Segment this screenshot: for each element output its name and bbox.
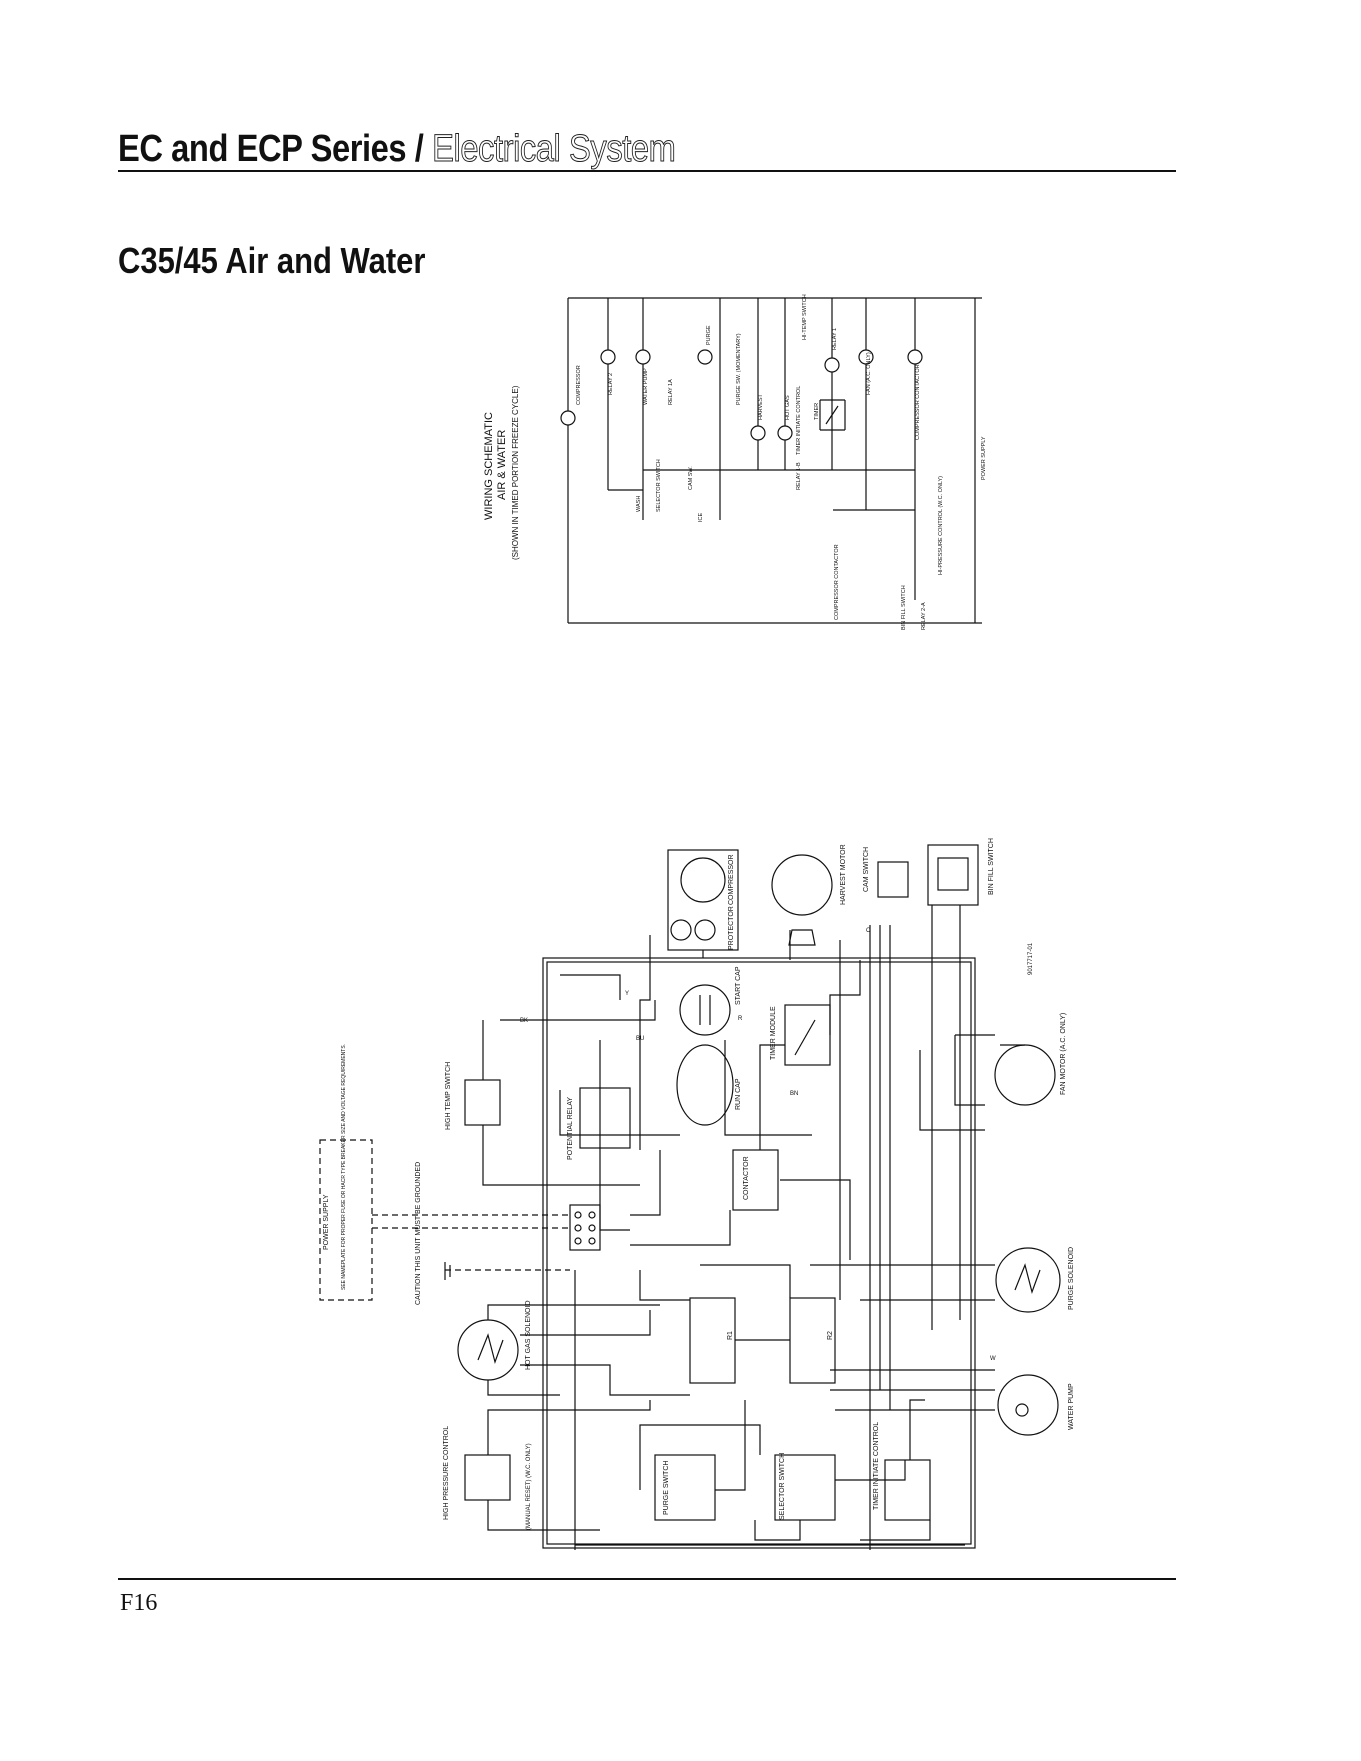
wire-tag-r: R (738, 1016, 743, 1022)
timer-module-box (784, 1004, 831, 1066)
high-temp-switch-box (464, 1079, 501, 1126)
label-selector-switch: SELECTOR SWITCH (656, 459, 662, 512)
label-power-supply-small: POWER SUPPLY (981, 436, 987, 480)
harvest-motor (771, 854, 833, 916)
label-r1: R1 (727, 1331, 734, 1340)
label-harvest: HARVEST (758, 393, 764, 420)
label-compressor: COMPRESSOR (728, 854, 735, 905)
page-header: EC and ECP Series / Electrical System (118, 128, 677, 171)
header-series: EC and ECP Series (118, 128, 407, 170)
label-hot-gas-solenoid: HOT GAS SOLENOID (525, 1301, 532, 1371)
wire-tag-o: O (866, 928, 871, 934)
label-relay-1a: RELAY 1A (668, 379, 674, 405)
label-cam-switch: CAM SWITCH (863, 847, 870, 892)
label-cam-sw: CAM SW. (688, 466, 694, 490)
wire-tag-bu: BU (636, 1036, 644, 1042)
power-supply-box (319, 1139, 373, 1301)
label-hi-temp-switch: HI-TEMP SWITCH (802, 294, 808, 340)
wire-tag-bk: BK (520, 1018, 528, 1024)
label-hot-gas: HOT GAS (785, 395, 791, 420)
label-contactor: CONTACTOR (743, 1156, 750, 1200)
label-water-pump: WATER PUMP (1068, 1383, 1075, 1430)
caption-line-1: WIRING SCHEMATIC (483, 412, 495, 520)
label-compressor: COMPRESSOR (576, 365, 582, 405)
label-bin-fill-switch: BIN FILL SWITCH (901, 585, 907, 630)
label-harvest-motor: HARVEST MOTOR (840, 844, 847, 905)
label-relay-2a: RELAY 2-A (921, 602, 927, 630)
hot-gas-solenoid (457, 1319, 519, 1381)
label-wash: WASH (636, 496, 642, 512)
label-selector-switch: SELECTOR SWITCH (779, 1453, 786, 1520)
label-purge-solenoid: PURGE SOLENOID (1068, 1247, 1075, 1310)
caption-line-2: AIR & WATER (496, 430, 508, 500)
contactor-box (732, 1149, 779, 1211)
label-fan-motor: FAN MOTOR (A.C. ONLY) (1060, 1013, 1067, 1095)
potential-relay-box (579, 1087, 631, 1149)
label-run-cap: RUN CAP (735, 1078, 742, 1110)
wire-tag-w: W (990, 1356, 996, 1362)
wire-tag-y: Y (625, 991, 629, 997)
section-title: C35/45 Air and Water (118, 240, 426, 281)
high-pressure-control-box (464, 1454, 511, 1501)
label-relay-2: RELAY 2 (608, 373, 614, 395)
label-purge-switch: PURGE SWITCH (663, 1461, 670, 1515)
page-number: F16 (120, 1590, 158, 1616)
header-rule (118, 170, 1176, 172)
label-power-supply: POWER SUPPLY (323, 1194, 330, 1250)
footer-rule (118, 1578, 1176, 1580)
header-separator: / (414, 128, 424, 170)
compressor-motor-symbol (560, 410, 576, 426)
wire-tag-bn: BN (790, 1091, 798, 1097)
purge-switch-box (654, 1454, 716, 1521)
label-part-number: 9017717-01 (1028, 942, 1034, 975)
label-purge: PURGE (706, 325, 712, 345)
label-purge-sw: PURGE SW. (MOMENTARY) (736, 333, 742, 405)
header-section: Electrical System (432, 128, 677, 171)
schematic-caption: WIRING SCHEMATIC AIR & WATER (SHOWN IN T… (483, 385, 520, 560)
label-caution: CAUTION THIS UNIT MUST BE GROUNDED (415, 1162, 422, 1305)
purge-solenoid (995, 1247, 1061, 1313)
label-timer: TIMER (814, 403, 820, 420)
label-fan: FAN (A.C. ONLY) (866, 352, 872, 395)
label-water-pump: WATER PUMP (643, 368, 649, 405)
selector-switch-box (774, 1454, 836, 1521)
timer-initiate-control-box (884, 1459, 931, 1521)
bin-fill-switch-box (927, 844, 979, 906)
cam-switch-box (877, 861, 909, 898)
compressor-motor (680, 857, 726, 903)
label-hi-pressure-control: HI-PRESSURE CONTROL (W.C. ONLY) (938, 476, 944, 575)
label-power-note: SEE NAMEPLATE FOR PROPER FUSE OR HACR TY… (341, 1044, 347, 1290)
label-protector: PROTECTOR (728, 906, 735, 950)
caption-line-3: (SHOWN IN TIMED PORTION FREEZE CYCLE) (511, 385, 520, 560)
label-relay-1: RELAY 1 (832, 328, 838, 350)
label-relay-1b: RELAY 1-B (796, 462, 802, 490)
water-pump-motor (997, 1374, 1059, 1436)
label-bin-fill-switch: BIN FILL SWITCH (988, 838, 995, 895)
label-start-cap: START CAP (735, 966, 742, 1005)
label-compressor-contactor-2: COMPRESSOR CONTACTOR (834, 544, 840, 620)
label-timer-initiate: TIMER INITIATE CONTROL (796, 386, 802, 455)
start-cap (679, 984, 731, 1036)
label-high-pressure-control: HIGH PRESSURE CONTROL (443, 1426, 450, 1520)
run-cap (676, 1044, 734, 1126)
label-high-temp-switch: HIGH TEMP SWITCH (445, 1062, 452, 1130)
label-compressor-contactor: COMPRESSOR CONTACTOR (915, 364, 921, 440)
label-potential-relay: POTENTIAL RELAY (567, 1097, 574, 1160)
label-timer-module: TIMER MODULE (770, 1006, 777, 1060)
label-manual-reset: (MANUAL RESET) (W.C. ONLY) (526, 1443, 532, 1530)
label-timer-initiate-control: TIMER INITIATE CONTROL (873, 1422, 880, 1510)
label-r2: R2 (827, 1331, 834, 1340)
cabinet-outline (542, 957, 976, 1549)
fan-motor (994, 1044, 1056, 1106)
label-ice: ICE (698, 513, 704, 523)
